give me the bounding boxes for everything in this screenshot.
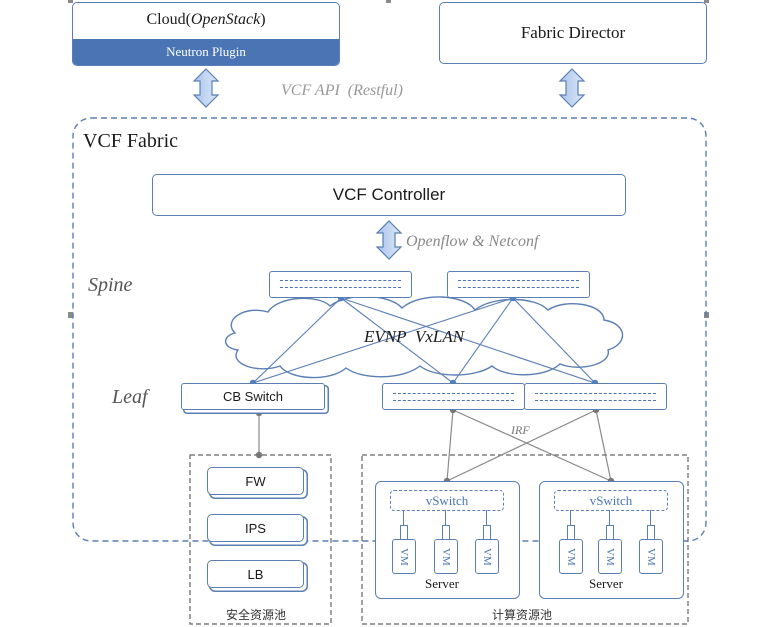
cb-switch-label: CB Switch	[223, 389, 283, 404]
ips-box[interactable]: IPS	[207, 514, 304, 542]
vcf-controller-box[interactable]: VCF Controller	[152, 174, 626, 216]
vm-box[interactable]: VM	[559, 539, 583, 574]
security-pool-container	[189, 454, 332, 625]
cloud-title-prefix: Cloud(	[146, 11, 191, 28]
cb-switch-box[interactable]: CB Switch	[181, 383, 325, 410]
vswitch-box-1[interactable]: vSwitch	[390, 490, 504, 511]
spine-switch-2[interactable]	[447, 271, 590, 298]
vm-box[interactable]: VM	[434, 539, 458, 574]
vm-label: VM	[565, 547, 577, 566]
vswitch-label: vSwitch	[425, 492, 469, 508]
leaf-switch-1[interactable]	[382, 383, 525, 410]
vm-box[interactable]: VM	[598, 539, 622, 574]
cloud-openstack-box[interactable]: Cloud(OpenStack) Neutron Plugin	[72, 2, 340, 66]
compute-pool-container	[361, 454, 689, 625]
server-label-2: Server	[589, 576, 623, 591]
fw-box[interactable]: FW	[207, 467, 304, 495]
irf-label: IRF	[511, 423, 530, 437]
ips-label: IPS	[245, 520, 266, 536]
vm-label: VM	[440, 547, 452, 566]
overlay-label: EVNP VxLAN	[364, 327, 465, 346]
double-arrow-icon	[192, 68, 220, 108]
vm-label: VM	[398, 547, 410, 566]
cloud-title-openstack: OpenStack	[190, 11, 261, 28]
vm-box[interactable]: VM	[639, 539, 663, 574]
server-label-1: Server	[425, 576, 459, 591]
security-pool-label: 安全资源池	[226, 608, 287, 622]
vm-label: VM	[481, 547, 493, 566]
vcf-api-label: VCF API (Restful)	[281, 82, 403, 99]
cloud-title: Cloud(OpenStack)	[73, 11, 339, 29]
leaf-server-links	[258, 409, 612, 482]
openflow-netconf-label: Openflow & Netconf	[406, 233, 539, 250]
leaf-switch-2[interactable]	[524, 383, 667, 410]
neutron-plugin-bar[interactable]: Neutron Plugin	[73, 39, 339, 65]
leaf-label: Leaf	[112, 386, 148, 408]
compute-pool-label: 计算资源池	[492, 608, 553, 622]
spine-switch-1[interactable]	[269, 271, 412, 298]
fabric-director-label: Fabric Director	[520, 23, 626, 42]
neutron-plugin-label: Neutron Plugin	[166, 44, 246, 59]
lb-box[interactable]: LB	[207, 560, 304, 588]
double-arrow-icon	[558, 68, 586, 108]
spine-label: Spine	[88, 274, 133, 296]
fabric-director-box[interactable]: Fabric Director	[439, 2, 707, 64]
vm-label: VM	[604, 547, 616, 566]
vcf-controller-label: VCF Controller	[332, 185, 446, 204]
double-arrow-icon	[375, 220, 403, 260]
lb-label: LB	[247, 566, 264, 582]
cloud-title-suffix: )	[260, 11, 266, 28]
fw-label: FW	[245, 473, 266, 489]
vswitch-label: vSwitch	[589, 492, 633, 508]
vm-label: VM	[645, 547, 657, 566]
spine-leaf-links	[252, 297, 596, 384]
vm-box[interactable]: VM	[475, 539, 499, 574]
vm-box[interactable]: VM	[392, 539, 416, 574]
vswitch-box-2[interactable]: vSwitch	[554, 490, 668, 511]
vcf-fabric-title: VCF Fabric	[83, 130, 178, 152]
